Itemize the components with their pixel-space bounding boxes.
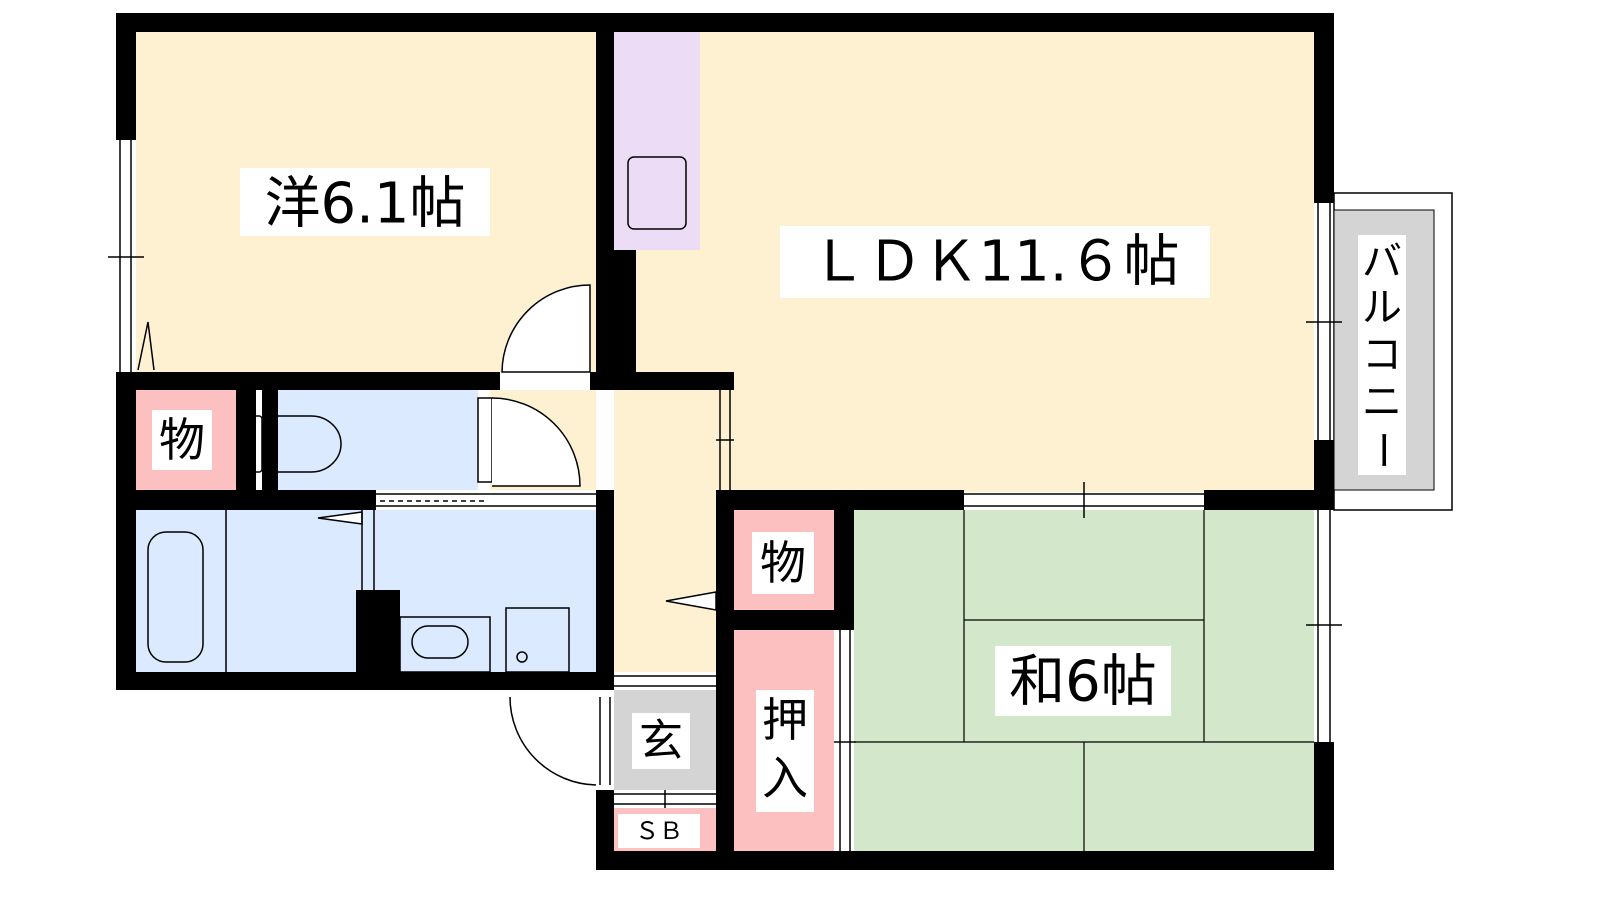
balcony-label-3: コ [1362, 332, 1402, 378]
balcony-label-2: ル [1362, 285, 1402, 331]
storage-left-label: 物 [159, 413, 205, 467]
kitchen-area [614, 32, 700, 250]
kitchen-sink-icon [627, 156, 687, 230]
room-labels: 洋6.1帖 ＬＤＫ11.６帖 和6帖 物 物 押 入 玄 ＳＢ バ ル コ ニ … [152, 168, 1406, 848]
basin-bowl-icon [411, 625, 469, 659]
balcony-label-1: バ [1362, 239, 1402, 285]
bathtub-icon [147, 531, 204, 663]
western-room-label: 洋6.1帖 [264, 172, 465, 237]
door-swing-toilet [491, 397, 581, 487]
closet-label-1: 押 [762, 693, 808, 747]
toilet-room [278, 390, 478, 490]
walls [116, 13, 1334, 870]
entrance-label: 玄 [639, 716, 683, 767]
hallway [614, 390, 716, 672]
shoe-box-label: ＳＢ [635, 817, 683, 845]
storage-right-label: 物 [760, 536, 806, 590]
door-swing-western [501, 284, 591, 373]
balcony-label-4: ニ [1362, 379, 1402, 425]
closet-label-2: 入 [762, 751, 808, 805]
door-swing-entrance [509, 696, 597, 786]
tatami-lines [854, 510, 1314, 851]
ldk-label: ＬＤＫ11.６帖 [810, 230, 1179, 295]
japanese-room-label: 和6帖 [1009, 650, 1157, 715]
openings [108, 140, 1342, 851]
balcony-label-5: ー [1359, 430, 1405, 470]
